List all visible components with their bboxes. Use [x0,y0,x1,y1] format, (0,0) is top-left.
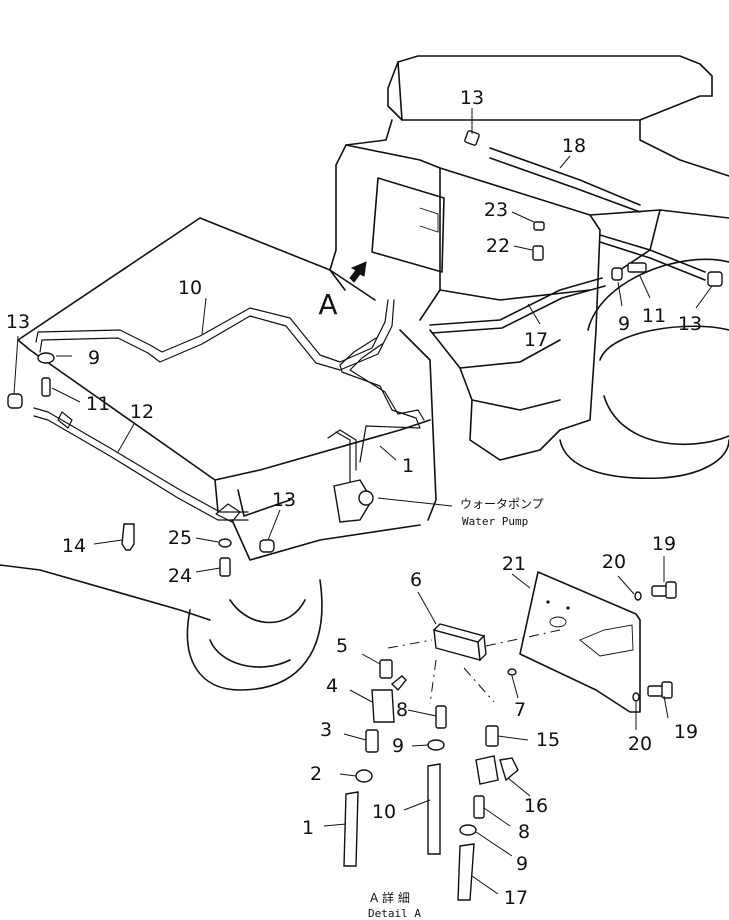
callout-13-left: 13 [6,311,30,333]
water-pump-label-en: Water Pump [462,515,528,528]
water-pump-label-jp: ウォータポンプ [460,497,544,511]
callout-7: 7 [514,699,526,721]
callout-5: 5 [336,635,348,657]
callout-21: 21 [502,553,526,575]
callout-9-mid: 9 [392,735,404,757]
callout-13-mid: 13 [272,489,296,511]
detail-label-en: Detail A [368,907,421,920]
callout-19-top: 19 [652,533,676,555]
radiator-assembly [329,55,729,480]
callout-20-lower: 20 [628,733,652,755]
callout-11-right: 11 [642,305,666,327]
callout-23: 23 [484,199,508,221]
callout-labels: 13 18 23 22 17 9 11 13 A 10 13 9 11 12 1… [6,87,702,920]
callout-8-lower: 8 [518,821,530,843]
callout-18: 18 [562,135,586,157]
pipe-1 [339,337,425,463]
callout-13-top: 13 [460,87,484,109]
pipe-12 [33,407,249,523]
left-fittings [7,352,275,577]
callout-9-right: 9 [618,313,630,335]
callout-10-top: 10 [178,277,202,299]
view-arrow-icon [349,261,367,283]
callout-11-left: 11 [86,393,110,415]
leader-lines [13,108,713,895]
callout-15: 15 [536,729,560,751]
callout-6: 6 [410,569,422,591]
pipe-10 [35,299,395,371]
callout-16: 16 [524,795,548,817]
callout-17-lower: 17 [504,887,528,909]
callout-13-right: 13 [678,313,702,335]
callout-12: 12 [130,401,154,423]
callout-22: 22 [486,235,510,257]
callout-20-top: 20 [602,551,626,573]
callout-24: 24 [168,565,192,587]
callout-9-left: 9 [88,347,100,369]
callout-17-top: 17 [524,329,548,351]
callout-1-detail: 1 [302,817,314,839]
engine-hood [0,217,437,691]
callout-8-upper: 8 [396,699,408,721]
callout-9-lower: 9 [516,853,528,875]
callout-2: 2 [310,763,322,785]
callout-3: 3 [320,719,332,741]
view-marker-a: A [318,288,337,321]
callout-14: 14 [62,535,86,557]
callout-4: 4 [326,675,338,697]
callout-25: 25 [168,527,192,549]
callout-10-detail: 10 [372,801,396,823]
callout-19-lower: 19 [674,721,698,743]
detail-a [343,571,677,901]
detail-label-jp: A 詳 細 [370,890,410,905]
callout-1-top: 1 [402,455,414,477]
